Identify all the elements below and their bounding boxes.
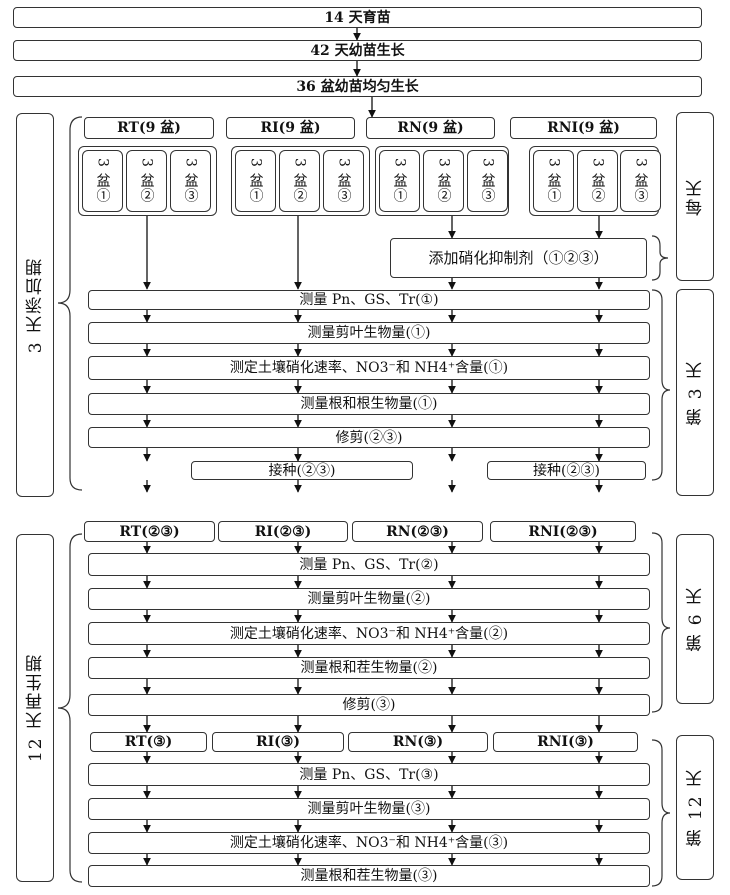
pot-rn-2: 3 盆② (423, 150, 464, 212)
step-uniform: 36 盆幼苗均匀生长 (13, 76, 702, 97)
pot-label: 3 盆③ (182, 158, 199, 204)
pot-ri-2: 3 盆② (279, 150, 320, 212)
pot-rt-3: 3 盆③ (170, 150, 211, 212)
b1-soil-nitrification: 测定土壤硝化速率、NO3⁻和 NH4⁺含量(①) (88, 356, 650, 380)
pot-rn-1: 3 盆① (379, 150, 420, 212)
b1-photosynthesis: 测量 Pn、GS、Tr(①) (88, 290, 650, 310)
b1-leaf-biomass: 测量剪叶生物量(①) (88, 322, 650, 344)
b2-root-biomass: 测量根和茬生物量(②) (88, 657, 650, 679)
b2-soil-nitrification: 测定土壤硝化速率、NO3⁻和 NH4⁺含量(②) (88, 622, 650, 645)
day3-text: 第 3 天 (685, 359, 706, 426)
inhibitor-box: 添加硝化抑制剂（①②③） (390, 238, 647, 278)
b1-inoculate-left: 接种(②③) (191, 461, 413, 480)
daily-text: 每天 (685, 177, 706, 216)
b3-leaf-biomass: 测量剪叶生物量(③) (88, 798, 650, 820)
day12-label: 第 12 天 (676, 735, 714, 880)
phase-addition-label: 3 天添加期 (16, 113, 54, 497)
b2-treatment-rni: RNI(②③) (490, 521, 636, 542)
treatment-rt: RT(9 盆) (84, 117, 214, 139)
b1-trim: 修剪(②③) (88, 427, 650, 448)
treatment-rni: RNI(9 盆) (510, 117, 657, 139)
b2-treatment-rn: RN(②③) (352, 521, 483, 542)
pot-label: 3 盆② (589, 158, 606, 204)
phase-addition-text: 3 天添加期 (25, 256, 46, 354)
pot-rn-3: 3 盆③ (467, 150, 508, 212)
day6-label: 第 6 天 (676, 534, 714, 704)
treatment-ri: RI(9 盆) (226, 117, 355, 139)
pot-rni-3: 3 盆③ (620, 150, 661, 212)
pot-label: 3 盆② (138, 158, 155, 204)
b2-trim: 修剪(③) (88, 694, 650, 716)
pot-label: 3 盆③ (335, 158, 352, 204)
day12-text: 第 12 天 (685, 768, 706, 847)
pot-label: 3 盆① (391, 158, 408, 204)
pot-label: 3 盆③ (479, 158, 496, 204)
pot-rni-1: 3 盆① (533, 150, 574, 212)
phase-regeneration-label: 12 天再生期 (16, 534, 54, 882)
pot-label: 3 盆① (545, 158, 562, 204)
b3-treatment-ri: RI(③) (212, 732, 344, 752)
day6-text: 第 6 天 (685, 586, 706, 652)
pot-rni-2: 3 盆② (577, 150, 618, 212)
b3-soil-nitrification: 测定土壤硝化速率、NO3⁻和 NH4⁺含量(③) (88, 832, 650, 854)
b3-root-biomass: 测量根和茬生物量(③) (88, 865, 650, 887)
pot-label: 3 盆② (291, 158, 308, 204)
b3-treatment-rt: RT(③) (90, 732, 207, 752)
b3-photosynthesis: 测量 Pn、GS、Tr(③) (88, 763, 650, 786)
b2-photosynthesis: 测量 Pn、GS、Tr(②) (88, 553, 650, 576)
b1-root-biomass: 测量根和根生物量(①) (88, 393, 650, 415)
day3-label: 第 3 天 (676, 289, 714, 496)
pot-label: 3 盆① (247, 158, 264, 204)
b2-treatment-rt: RT(②③) (84, 521, 215, 542)
b1-inoculate-right: 接种(②③) (487, 461, 646, 480)
b3-treatment-rni: RNI(③) (493, 732, 638, 752)
b2-leaf-biomass: 测量剪叶生物量(②) (88, 588, 650, 610)
b3-treatment-rn: RN(③) (348, 732, 488, 752)
pot-rt-2: 3 盆② (126, 150, 167, 212)
pot-ri-1: 3 盆① (235, 150, 276, 212)
pot-rt-1: 3 盆① (82, 150, 123, 212)
b1-m1-text: 测量 Pn、GS、Tr(①) (299, 292, 439, 308)
step-growth: 42 天幼苗生长 (13, 40, 702, 61)
pot-label: 3 盆③ (632, 158, 649, 204)
b2-treatment-ri: RI(②③) (218, 521, 348, 542)
step-seedling: 14 天育苗 (13, 7, 702, 28)
pot-label: 3 盆① (94, 158, 111, 204)
daily-label: 每天 (676, 112, 714, 281)
treatment-rn: RN(9 盆) (366, 117, 495, 139)
pot-label: 3 盆② (435, 158, 452, 204)
phase-regeneration-text: 12 天再生期 (25, 653, 46, 763)
pot-ri-3: 3 盆③ (323, 150, 364, 212)
